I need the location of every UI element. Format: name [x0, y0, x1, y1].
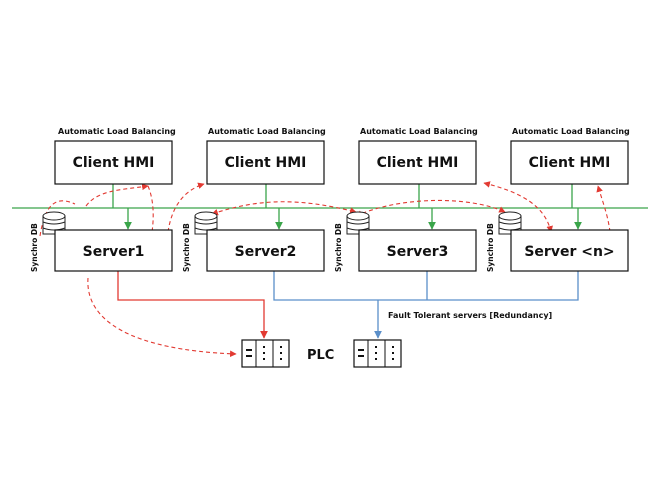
client-hmi-3[interactable]: Automatic Load Balancing Client HMI [358, 127, 478, 185]
load-balancing-arcs [39, 181, 611, 358]
load-balancing-label: Automatic Load Balancing [208, 127, 326, 136]
server-label: Server2 [235, 244, 297, 260]
load-balancing-label: Automatic Load Balancing [360, 127, 478, 136]
server-2[interactable]: Synchro DB Server2 [182, 211, 325, 272]
primary-plc-link [117, 271, 268, 339]
redundancy-label: Fault Tolerant servers [Redundancy] [388, 311, 552, 320]
client-hmi-label: Client HMI [225, 155, 307, 171]
client-hmi-label: Client HMI [529, 155, 611, 171]
client-hmi-label: Client HMI [73, 155, 155, 171]
server-3[interactable]: Synchro DB Server3 [334, 211, 477, 272]
load-balancing-label: Automatic Load Balancing [58, 127, 176, 136]
synchro-db-label: Synchro DB [30, 223, 39, 272]
client-hmi-4[interactable]: Automatic Load Balancing Client HMI [510, 127, 630, 185]
server-label: Server <n> [524, 244, 614, 260]
client-hmi-1[interactable]: Automatic Load Balancing Client HMI [54, 127, 176, 185]
redundant-plc-link [273, 271, 579, 301]
server-label: Server1 [83, 244, 145, 260]
server-1[interactable]: Synchro DB Server1 [30, 211, 173, 272]
plc-label: PLC [307, 348, 334, 363]
synchro-db-label: Synchro DB [182, 223, 191, 272]
load-balancing-label: Automatic Load Balancing [512, 127, 630, 136]
client-hmi-label: Client HMI [377, 155, 459, 171]
synchro-db-label: Synchro DB [334, 223, 343, 272]
plc-unit-redundant[interactable] [353, 339, 402, 368]
server-n[interactable]: Synchro DB Server <n> [486, 211, 629, 272]
client-hmi-2[interactable]: Automatic Load Balancing Client HMI [206, 127, 326, 185]
plc-unit-primary[interactable] [241, 339, 290, 368]
server-label: Server3 [387, 244, 449, 260]
synchro-db-label: Synchro DB [486, 223, 495, 272]
